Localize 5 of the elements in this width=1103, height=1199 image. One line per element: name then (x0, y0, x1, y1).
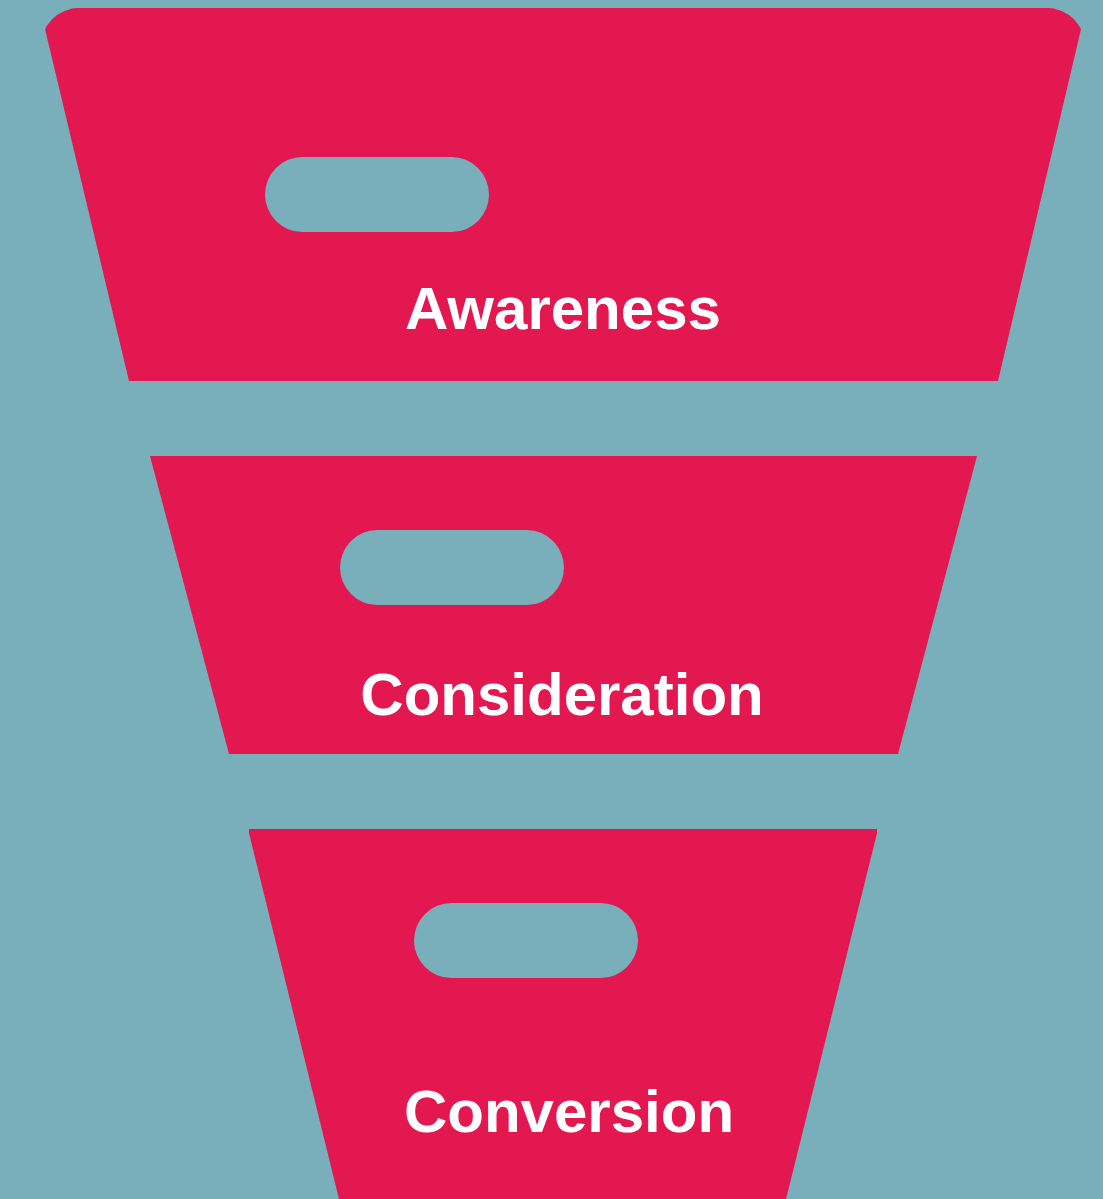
funnel-stage (249, 829, 877, 1199)
stage-label: Conversion (403, 1079, 735, 1145)
stage-label: Awareness (405, 276, 721, 342)
funnel-stage (150, 456, 977, 754)
stage-label: Consideration (360, 662, 764, 728)
